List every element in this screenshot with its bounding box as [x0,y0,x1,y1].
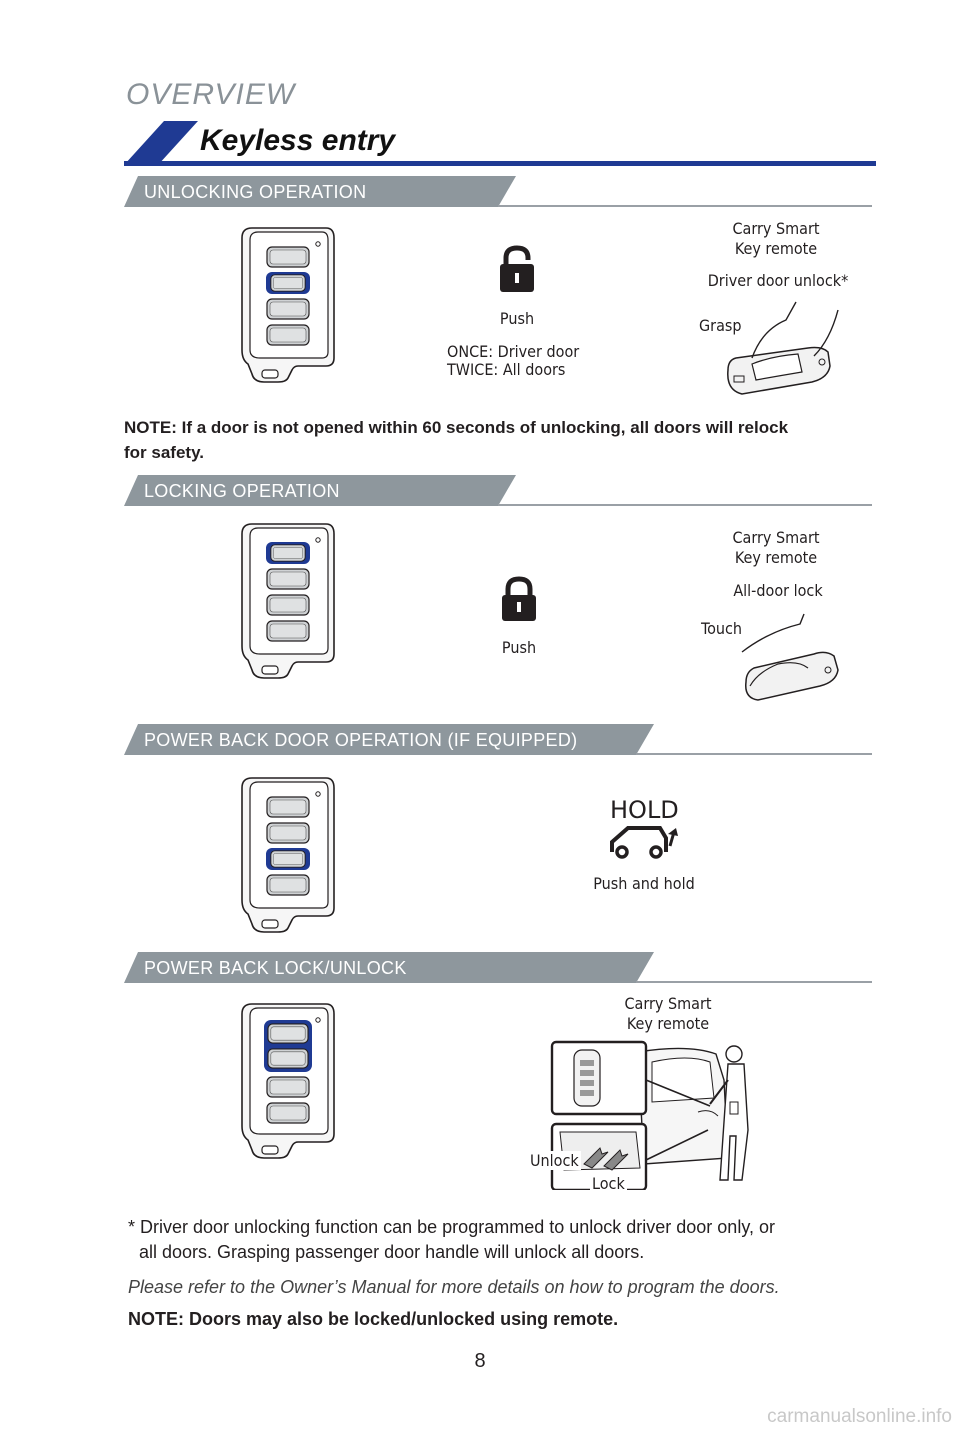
power-lock-section-banner [124,952,872,983]
refer-owners-manual: Please refer to the Owner’s Manual for m… [128,1277,780,1297]
touch-label: Touch [701,619,743,638]
carry-key-line2: Key remote [734,548,818,567]
footnote-line1: * Driver door unlocking function can be … [128,1217,775,1237]
footnote-line2: all doors. Grasping passenger door handl… [139,1242,645,1262]
carry-key-line2: Key remote [734,239,818,258]
panic-button [266,324,310,346]
unlock-button [266,568,310,590]
section-overline: OVERVIEW [126,78,296,111]
smart-key-fob [238,1000,338,1160]
unlock-note-line1: NOTE: If a door is not opened within 60 … [124,418,789,437]
unlock-padlock-icon [500,245,534,292]
door-handle-grasp-illustration [727,301,839,395]
carry-key-line1: Carry Smart [732,528,820,547]
door-handle-touch-illustration [741,613,839,701]
locking-heading: LOCKING OPERATION [144,481,340,501]
smart-key-fob [238,520,338,680]
lock-padlock-icon [502,576,536,621]
power-lock-heading: POWER BACK LOCK/UNLOCK [144,958,407,978]
panic-button [266,874,310,896]
back-door-button [266,298,310,320]
rear-vehicle-illustration [550,1040,749,1190]
unlock-callout: Unlock [528,1151,581,1170]
unlocking-heading: UNLOCKING OPERATION [144,182,367,202]
back-door-icon [610,826,678,859]
locking-section-banner [124,475,872,506]
watermark: carmanualsonline.info [767,1406,952,1427]
lock-button [266,796,310,818]
lock-button-highlighted [266,542,310,564]
back-door-button [266,594,310,616]
smart-key-fob [238,774,338,934]
driver-door-unlock-label: Driver door unlock* [707,271,849,290]
unlock-note: NOTE: If a door is not opened within 60 … [124,415,788,465]
footnote: * Driver door unlocking function can be … [128,1215,775,1265]
grasp-label: Grasp [699,316,742,335]
page-title: Keyless entry [200,124,396,157]
carry-key-label: Carry Smart Key remote [706,219,846,259]
hold-label: HOLD [610,796,679,824]
unlock-button-highlighted [266,272,310,294]
power-door-heading: POWER BACK DOOR OPERATION (IF EQUIPPED) [144,730,578,750]
unlock-once-label: ONCE: Driver door [447,342,580,361]
lock-callout: Lock [590,1174,627,1193]
carry-key-line1: Carry Smart [732,219,820,238]
carry-key-line2: Key remote [626,1014,710,1033]
remote-note: NOTE: Doors may also be locked/unlocked … [128,1309,619,1329]
page-number: 8 [474,1350,486,1372]
unlocking-section-banner [124,176,872,207]
power-door-section-banner [124,724,872,755]
lock-unlock-buttons-highlighted [264,1020,312,1072]
lock-push-label: Push [501,638,537,657]
panic-button [266,620,310,642]
carry-key-label: Carry Smart Key remote [598,994,738,1034]
unlock-note-line2: for safety. [124,443,204,462]
unlock-twice-label: TWICE: All doors [447,360,566,379]
panic-button [266,1102,310,1124]
back-door-button [266,1076,310,1098]
all-door-lock-label: All-door lock [733,581,823,600]
unlock-push-label: Push [499,309,535,328]
unlock-button [266,822,310,844]
smart-key-fob [238,224,338,384]
push-and-hold-label: Push and hold [593,874,695,893]
lock-button [266,246,310,268]
back-door-button-highlighted [266,848,310,870]
carry-key-label: Carry Smart Key remote [706,528,846,568]
title-banner [124,121,876,166]
carry-key-line1: Carry Smart [624,994,712,1013]
